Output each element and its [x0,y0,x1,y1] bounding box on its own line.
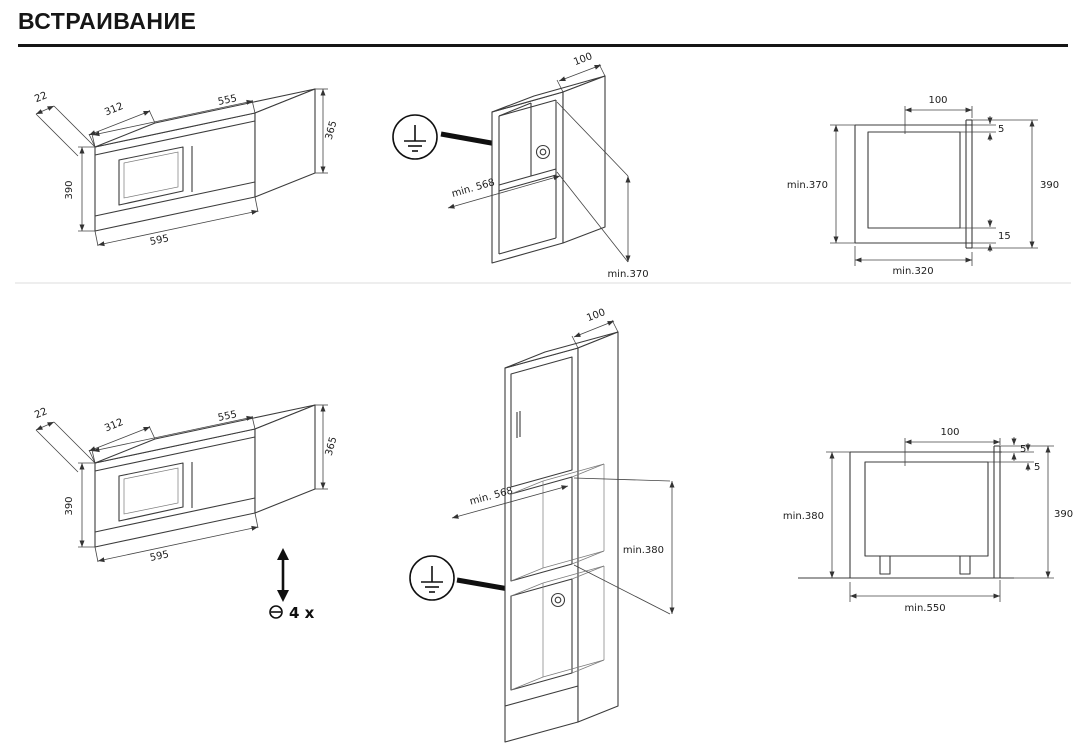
dim-390-label: 390 [64,496,75,515]
oven-door-window [118,462,184,522]
socket [535,144,551,160]
dimension-22: 22 [33,406,96,473]
dimension-390: 390 [64,462,95,548]
cabinet-door [510,356,573,488]
dimension-gap-5-mid: 5 [988,443,1040,473]
dim-595-label: 595 [149,233,170,248]
dim-100-label: 100 [585,307,607,324]
diagram1-cabinet: 100 min. 568 min.370 [392,51,649,280]
dim-5-top-label: 5 [1020,444,1026,455]
dimension-555: 555 [91,93,256,148]
title-underline [18,44,1068,47]
section-outline [798,445,1014,579]
dimension-gap-15: 15 [960,219,1011,252]
dim-100-label: 100 [928,95,947,106]
dim-555-label: 555 [217,93,238,108]
dimension-390: 390 [64,146,95,232]
oven-foot [959,555,971,575]
diagram1-oven-isometric: 22 312 555 390 [33,88,340,248]
dimension-390: 390 [1014,446,1073,579]
dimension-min380: min.380 [783,451,850,578]
dim-595-label: 595 [149,549,170,564]
dim-22-label: 22 [33,406,49,421]
oven-door-window [118,146,184,206]
oven-body-section [867,131,961,229]
socket [550,592,566,608]
dimension-365: 365 [315,88,340,174]
dim-min380-label: min.380 [623,545,664,556]
dim-390-label: 390 [1054,509,1073,520]
dimension-22: 22 [33,90,96,157]
oven-outline [94,88,316,232]
dimension-gap-5: 5 [960,116,1004,141]
dim-min370-label: min.370 [607,269,648,280]
cabinet-outline [491,75,606,264]
dimension-min320: min.320 [854,246,973,277]
dim-min370-label: min.370 [787,180,828,191]
page-title: ВСТРАИВАНИЕ [18,8,197,34]
diagram2-cabinet: 100 min. 568 min.380 [409,307,675,743]
dimension-min380: min.380 [573,477,675,615]
dim-312-label: 312 [103,101,125,118]
grounding-icon [409,555,455,601]
screws-count-label: 4 x [289,604,315,622]
dim-15-label: 15 [998,231,1011,242]
dimension-100: 100 [904,95,973,134]
dim-390-label: 390 [64,180,75,199]
dim-5-mid-label: 5 [1034,462,1040,473]
dimension-100: 100 [904,427,1001,466]
up-down-arrow-icon [277,548,289,602]
screws-note: 4 x [269,548,315,622]
dimension-595: 595 [94,512,259,564]
dimension-365: 365 [315,404,340,490]
dim-100-label: 100 [940,427,959,438]
dimension-gap-5-top: 5 [1000,437,1054,461]
dim-100-label: 100 [572,51,594,68]
dimension-595: 595 [94,196,259,248]
oven-foot [879,555,891,575]
dim-5-label: 5 [998,124,1004,135]
dim-390-label: 390 [1040,180,1059,191]
dimension-min370: min.370 [787,124,855,244]
dim-22-label: 22 [33,90,49,105]
dim-365-label: 365 [324,436,340,457]
dimension-min370: min.370 [556,101,649,280]
dim-312-label: 312 [103,417,125,434]
diagram2-oven-isometric: 22 312 555 390 [33,404,340,564]
oven-body-section [864,461,989,557]
cabinet-outline [504,331,619,743]
dimension-390: 390 [972,119,1059,249]
dim-555-label: 555 [217,409,238,424]
dimension-555: 555 [91,409,256,464]
oven-outline [94,404,316,548]
plinth-line [504,685,579,707]
diagram2-section: 100 5 5 390 m [783,427,1073,614]
screw-head-icon [269,605,283,619]
dim-min380-label: min.380 [783,511,824,522]
dim-min550-label: min.550 [904,603,945,614]
grounding-icon [392,114,438,160]
diagram1-section: 100 min.370 5 15 [787,95,1059,277]
dim-365-label: 365 [324,120,340,141]
section-outline [854,119,973,249]
dim-min320-label: min.320 [892,266,933,277]
dimension-min550: min.550 [849,580,1001,614]
